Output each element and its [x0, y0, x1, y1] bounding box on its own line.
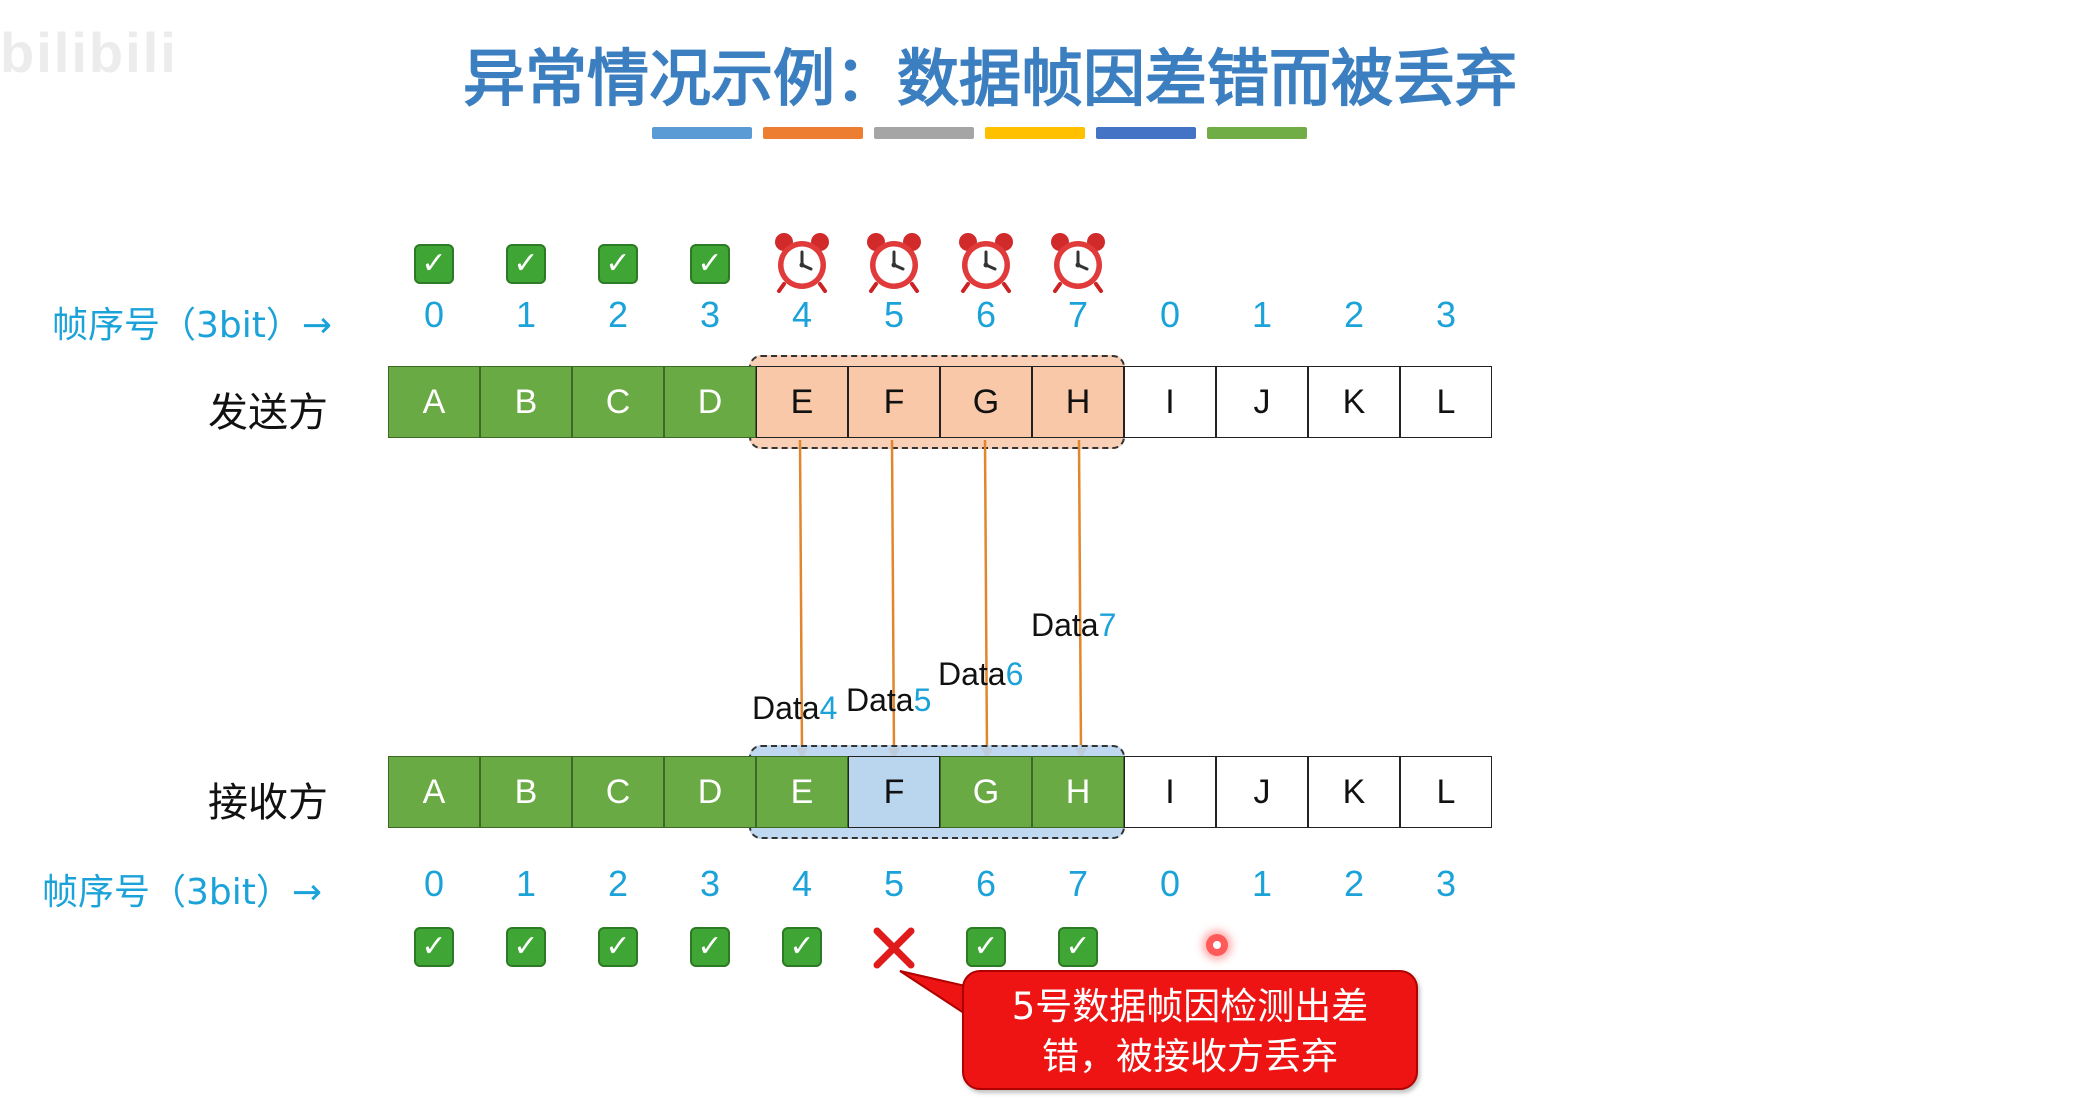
transmission-label-text: Data: [1031, 607, 1099, 643]
transmission-label-number: 6: [1005, 656, 1024, 692]
check-icon: ✓: [690, 927, 730, 967]
seq-number: 7: [1067, 294, 1089, 335]
receiver-role-label: 接收方: [208, 780, 328, 826]
seq-number: 2: [607, 863, 629, 904]
check-icon: ✓: [506, 927, 546, 967]
frame-c: C: [572, 366, 664, 438]
frame-f: F: [848, 756, 940, 828]
watermark: bilibili: [0, 21, 178, 84]
seq-number: 3: [699, 863, 721, 904]
cross-icon: [869, 923, 919, 973]
transmission-label-number: 7: [1098, 607, 1117, 643]
transmission-arrow: [980, 439, 993, 760]
alarm-clock-icon: [862, 230, 926, 294]
frame-e: E: [756, 756, 848, 828]
title-underline-segment: [763, 127, 863, 139]
alarm-clock-icon: [770, 230, 834, 294]
title-underline-segment: [985, 127, 1085, 139]
seq-number: 0: [1159, 294, 1181, 335]
seq-number: 2: [1343, 294, 1365, 335]
frame-b: B: [480, 756, 572, 828]
frame-b: B: [480, 366, 572, 438]
frame-a: A: [388, 366, 480, 438]
transmission-label-text: Data: [846, 682, 914, 718]
seq-number: 5: [883, 294, 905, 335]
frame-k: K: [1308, 756, 1400, 828]
frame-c: C: [572, 756, 664, 828]
transmission-label: Data7: [1031, 607, 1116, 644]
frame-k: K: [1308, 366, 1400, 438]
callout-line-1: 5号数据帧因检测出差: [1011, 985, 1369, 1028]
seq-number: 3: [1435, 863, 1457, 904]
seq-number: 0: [423, 294, 445, 335]
transmission-label-number: 4: [819, 690, 838, 726]
sender-role-label: 发送方: [208, 390, 328, 436]
transmission-label-text: Data: [938, 656, 1006, 692]
frame-f: F: [848, 366, 940, 438]
seq-number: 6: [975, 863, 997, 904]
seq-number: 7: [1067, 863, 1089, 904]
frame-g: G: [940, 756, 1032, 828]
frame-h: H: [1032, 756, 1124, 828]
seq-number: 2: [607, 294, 629, 335]
transmission-arrow: [795, 439, 808, 760]
seq-number: 1: [515, 294, 537, 335]
frame-i: I: [1124, 756, 1216, 828]
alarm-clock-icon: [954, 230, 1018, 294]
check-icon: ✓: [506, 244, 546, 284]
transmission-label-text: Data: [752, 690, 820, 726]
transmission-arrow: [1074, 439, 1087, 760]
frame-h: H: [1032, 366, 1124, 438]
check-icon: ✓: [598, 927, 638, 967]
frame-d: D: [664, 366, 756, 438]
seq-number: 1: [515, 863, 537, 904]
seq-number: 2: [1343, 863, 1365, 904]
title-underline-segment: [874, 127, 974, 139]
laser-pointer-dot: [1206, 934, 1228, 956]
receiver-seq-label: 帧序号（3bit）→: [42, 872, 323, 913]
error-callout: 5号数据帧因检测出差 错，被接收方丢弃: [962, 970, 1418, 1090]
title-underline-segment: [652, 127, 752, 139]
check-icon: ✓: [598, 244, 638, 284]
check-icon: ✓: [414, 927, 454, 967]
transmission-label: Data5: [846, 682, 931, 719]
seq-number: 6: [975, 294, 997, 335]
check-icon: ✓: [414, 244, 454, 284]
seq-number: 1: [1251, 294, 1273, 335]
seq-number: 0: [423, 863, 445, 904]
check-icon: ✓: [690, 244, 730, 284]
check-icon: ✓: [782, 927, 822, 967]
frame-l: L: [1400, 366, 1492, 438]
callout-line-2: 错，被接收方丢弃: [1042, 1035, 1338, 1078]
seq-number: 1: [1251, 863, 1273, 904]
seq-number: 4: [791, 863, 813, 904]
seq-number: 5: [883, 863, 905, 904]
check-icon: ✓: [966, 927, 1006, 967]
title-underline-segment: [1096, 127, 1196, 139]
frame-d: D: [664, 756, 756, 828]
check-icon: ✓: [1058, 927, 1098, 967]
seq-number: 3: [699, 294, 721, 335]
page-title: 异常情况示例：数据帧因差错而被丢弃: [462, 42, 1517, 115]
frame-l: L: [1400, 756, 1492, 828]
transmission-arrow: [887, 439, 900, 760]
alarm-clock-icon: [1046, 230, 1110, 294]
transmission-label: Data4: [752, 690, 837, 727]
frame-i: I: [1124, 366, 1216, 438]
seq-number: 4: [791, 294, 813, 335]
transmission-label: Data6: [938, 656, 1023, 693]
frame-e: E: [756, 366, 848, 438]
sender-seq-label: 帧序号（3bit）→: [52, 305, 333, 346]
transmission-label-number: 5: [913, 682, 932, 718]
seq-number: 0: [1159, 863, 1181, 904]
seq-number: 3: [1435, 294, 1457, 335]
frame-j: J: [1216, 756, 1308, 828]
title-underline-segment: [1207, 127, 1307, 139]
frame-j: J: [1216, 366, 1308, 438]
frame-a: A: [388, 756, 480, 828]
frame-g: G: [940, 366, 1032, 438]
